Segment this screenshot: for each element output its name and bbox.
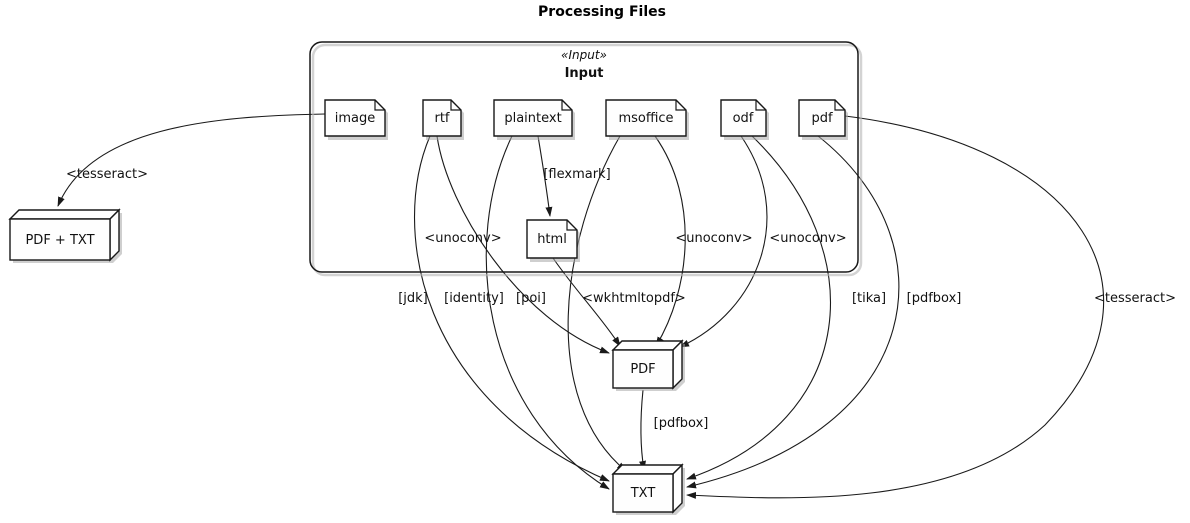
node-TXT: TXT: [611, 463, 685, 515]
edge-html-pdf: [552, 257, 621, 347]
node-image: image: [324, 99, 388, 140]
node-plaintext-fold-icon: [561, 100, 572, 111]
node-msoffice-shape: [605, 99, 687, 137]
edge-odf-txt: [686, 135, 831, 480]
edge-label-identity: [identity]: [444, 291, 504, 306]
edge-labels-layer: <tesseract> [flexmark] <unoconv> <unocon…: [66, 167, 1176, 431]
node-PDF-top: [611, 340, 684, 351]
node-pdf-plus-txt-side: [109, 208, 120, 262]
node-html-label: html: [537, 232, 567, 247]
edge-label-poi: [poi]: [516, 291, 546, 306]
node-msoffice-fold-icon: [675, 100, 686, 111]
edge-rtf-txt: [414, 135, 610, 482]
node-msoffice-label: msoffice: [618, 111, 673, 126]
node-pdf-plus-txt-top: [8, 209, 121, 220]
edge-msoffice-txt: [567, 135, 627, 472]
node-rtf: rtf: [422, 99, 464, 140]
edge-plaintext-html: [537, 135, 553, 217]
edge-image-pdftxt: [57, 113, 326, 207]
node-TXT-label: TXT: [630, 486, 656, 501]
node-html-shape: [526, 219, 578, 259]
input-container: «Input» Input: [309, 41, 863, 277]
node-image-shape: [324, 99, 386, 137]
input-stereotype: «Input»: [561, 48, 607, 62]
node-TXT-front: [612, 473, 674, 513]
edge-label-flexmark: [flexmark]: [543, 167, 610, 182]
edge-pdf-txt-tesseract: [686, 115, 1105, 499]
edge-label-tika: [tika]: [852, 291, 886, 306]
node-image-fold-icon: [374, 100, 385, 111]
node-pdf-label: pdf: [811, 111, 833, 126]
node-PDF-side: [672, 339, 683, 390]
node-plaintext-label: plaintext: [504, 111, 561, 126]
node-msoffice: msoffice: [605, 99, 689, 140]
node-html-fold-icon: [566, 220, 577, 231]
edge-label-jdk: [jdk]: [398, 291, 428, 306]
node-pdf-plus-txt-label: PDF + TXT: [25, 233, 94, 248]
node-TXT-top: [611, 464, 684, 475]
node-pdf-shape: [798, 99, 846, 137]
edges-layer: [57, 113, 1105, 499]
edge-label-tesseract-left: <tesseract>: [66, 167, 148, 182]
node-odf-fold-icon: [755, 100, 766, 111]
edge-pdf-txt-pdfbox: [686, 135, 900, 489]
node-odf-label: odf: [733, 111, 754, 126]
edge-PDF-TXT: [639, 389, 646, 471]
node-rtf-label: rtf: [434, 111, 449, 126]
input-container-shadow: [311, 43, 863, 277]
node-pdf-fold-icon: [834, 100, 845, 111]
edge-label-tesseract-right: <tesseract>: [1094, 291, 1176, 306]
edge-label-wkhtmltopdf: <wkhtmltopdf>: [582, 291, 686, 306]
node-TXT-side: [672, 463, 683, 514]
edge-label-unoconv-rtf: <unoconv>: [424, 231, 501, 246]
edge-label-unoconv-odf: <unoconv>: [769, 231, 846, 246]
node-plaintext-shape: [493, 99, 573, 137]
edge-rtf-pdf: [436, 135, 610, 354]
edge-odf-pdf: [679, 135, 768, 348]
node-pdf-plus-txt-front: [9, 218, 111, 261]
node-pdf-plus-txt: PDF + TXT: [8, 208, 122, 263]
edge-label-pdfbox-bottom: [pdfbox]: [654, 416, 709, 431]
node-rtf-fold-icon: [450, 100, 461, 111]
node-odf-shape: [720, 99, 767, 137]
node-PDF-front: [612, 349, 674, 389]
node-pdf: pdf: [798, 99, 848, 140]
node-PDF-label: PDF: [630, 362, 655, 377]
node-PDF: PDF: [611, 339, 685, 391]
edge-msoffice-pdf: [654, 135, 686, 347]
edge-label-pdfbox-top: [pdfbox]: [907, 291, 962, 306]
node-html: html: [526, 219, 580, 262]
node-plaintext: plaintext: [493, 99, 575, 140]
edge-label-unoconv-msoffice: <unoconv>: [675, 231, 752, 246]
input-container-border: [309, 41, 859, 273]
node-image-label: image: [335, 111, 376, 126]
node-odf: odf: [720, 99, 769, 140]
edge-plaintext-txt: [485, 135, 610, 490]
input-container-title: Input: [565, 66, 604, 81]
diagram-title: Processing Files: [538, 4, 666, 20]
